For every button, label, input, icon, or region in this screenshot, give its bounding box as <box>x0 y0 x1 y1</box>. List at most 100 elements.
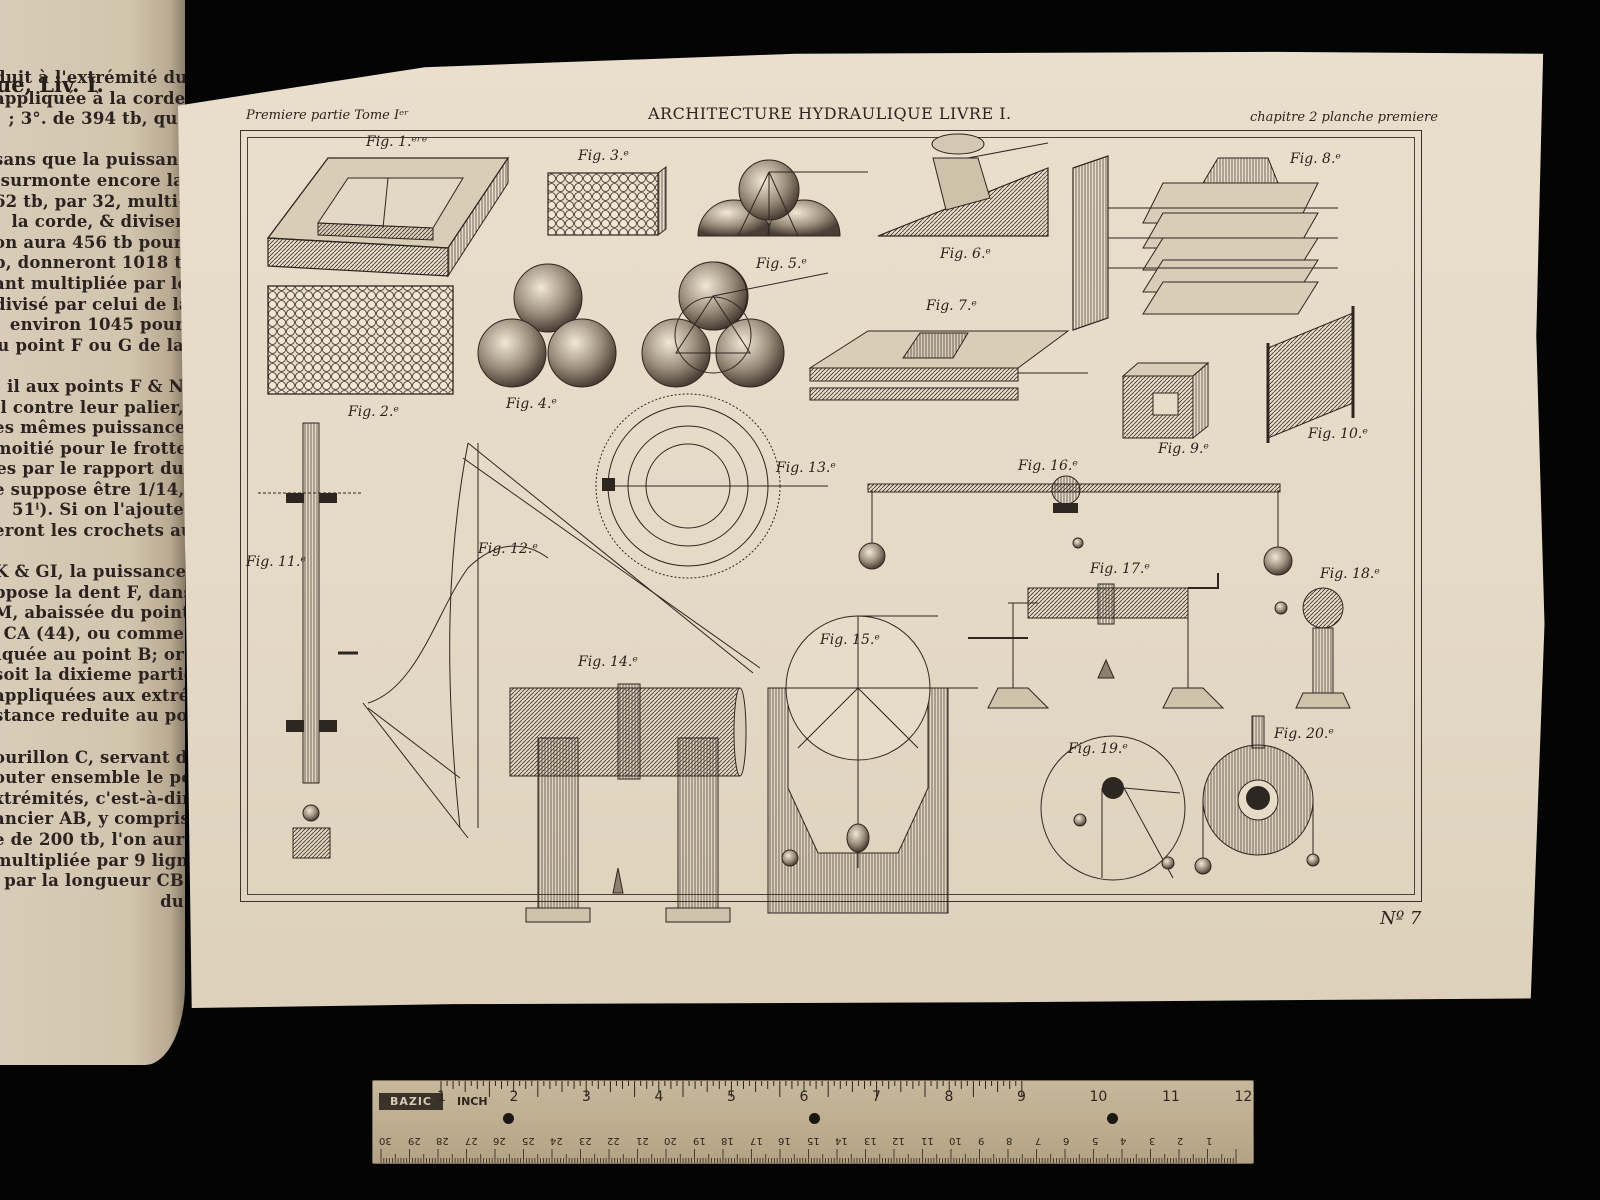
ruler-ticks <box>380 1081 1237 1163</box>
figure-18 <box>1274 587 1351 709</box>
left-page-line: 62 tb, par 32, multi- <box>0 191 185 211</box>
plate-number: Nº 7 <box>1380 908 1422 929</box>
ruler-cm-number: 7 <box>1034 1135 1041 1146</box>
ruler-cm-number: 20 <box>664 1135 677 1146</box>
left-page-line: u point F ou G de la <box>0 335 184 355</box>
left-page-line: il aux points F & N <box>7 376 184 396</box>
left-page-line: sans que la puissance <box>0 150 185 170</box>
ruler-cm-number: 21 <box>635 1135 649 1146</box>
left-page-line: K & GI, la puissance <box>0 562 185 582</box>
figure-label: Fig. 10.ᵉ <box>1307 426 1368 442</box>
left-page-line: iquée au point B; or <box>0 644 184 664</box>
ruler-cm-number: 27 <box>464 1135 478 1146</box>
engraved-plate: Premiere partie Tome Iᵉʳ ARCHITECTURE HY… <box>178 51 1545 1008</box>
figure-10 <box>1266 306 1355 443</box>
left-page-line: ; 3°. de 394 tb, qui <box>8 109 184 129</box>
ruler-cm-number: 24 <box>550 1135 563 1146</box>
figure-label: Fig. 16.ᵉ <box>1017 458 1078 474</box>
ruler-cm-number: 12 <box>892 1135 905 1146</box>
plate-title: ARCHITECTURE HYDRAULIQUE LIVRE I. <box>648 104 1012 123</box>
figure-label: Fig. 14.ᵉ <box>577 654 638 670</box>
left-page-line: xtrémités, c'est-à-dire, <box>0 788 185 808</box>
figure-1 <box>266 156 510 278</box>
figure-16 <box>858 475 1293 576</box>
ruler-cm-number: 6 <box>1063 1135 1070 1146</box>
left-page-line <box>0 727 184 748</box>
ruler-inch-number: 4 <box>654 1089 664 1105</box>
left-page-line: stance reduite au point <box>0 706 185 726</box>
figure-15 <box>767 615 978 914</box>
ruler-inch-number: 11 <box>1162 1089 1180 1105</box>
left-page-line: 51ⁱ). Si on l'ajoute <box>12 500 184 520</box>
ruler-cm-number: 23 <box>578 1135 592 1146</box>
ruler-cm-number: 19 <box>692 1135 706 1146</box>
plate-header-right: chapitre 2 planche premiere <box>1250 110 1438 125</box>
ruler-cm-number: 30 <box>379 1135 392 1146</box>
figure-label: Fig. 6.ᵉ <box>939 246 991 262</box>
left-page-line: e de 200 tb, l'on aura <box>0 829 185 849</box>
figure-label: Fig. 17.ᵉ <box>1089 561 1150 577</box>
ruler-inch-number: 10 <box>1089 1089 1108 1105</box>
ruler-cm-number: 17 <box>749 1135 763 1146</box>
ruler-cm-number: 13 <box>863 1135 877 1146</box>
left-page-line: multipliée par 9 lignes <box>0 850 185 870</box>
left-page-line: par la longueur CB <box>4 871 184 891</box>
figure-label: Fig. 4.ᵉ <box>505 396 557 412</box>
ruler-cm-number: 9 <box>977 1135 984 1146</box>
figure-label: Fig. 9.ᵉ <box>1157 441 1209 457</box>
ruler-cm-number: 14 <box>835 1135 848 1146</box>
left-page-line: du <box>160 891 184 911</box>
figure-5-balls <box>641 261 829 388</box>
ruler-cm-number: 16 <box>778 1135 791 1146</box>
figure-label: Fig. 13.ᵉ <box>775 460 836 476</box>
ruler-cm-number: 3 <box>1148 1135 1155 1146</box>
left-page-line: la corde, & diviser <box>11 212 184 232</box>
left-page-line: es par le rapport du <box>0 459 184 479</box>
running-head: ue, Liv. I. <box>0 72 104 97</box>
ruler-inch-number: 3 <box>582 1089 591 1105</box>
figure-20 <box>1194 715 1320 875</box>
left-page-line: b, donneront 1018 tb <box>0 253 185 273</box>
plate-header-left: Premiere partie Tome Iᵉʳ <box>246 108 409 123</box>
figure-19 <box>1040 735 1186 881</box>
ruler-hole <box>503 1113 514 1124</box>
figure-14 <box>509 683 747 923</box>
ruler-unit-label: INCH <box>457 1095 488 1108</box>
left-page-line: divisé par celui de la <box>0 294 185 314</box>
ruler-cm-number: 4 <box>1120 1135 1127 1146</box>
figure-8 <box>1072 155 1338 331</box>
figure-label: Fig. 7.ᵉ <box>925 298 977 314</box>
figure-label: Fig. 3.ᵉ <box>577 148 629 164</box>
ruler-inch-number: 7 <box>872 1089 881 1105</box>
ruler-cm-number: 25 <box>521 1135 535 1146</box>
ruler-cm-number: 1 <box>1205 1135 1212 1146</box>
left-page-line: moitié pour le frotte- <box>0 438 185 458</box>
ruler-cm-number: 28 <box>436 1135 449 1146</box>
left-page-line: appliquées aux extré- <box>0 685 185 705</box>
ruler-cm-number: 5 <box>1091 1135 1098 1146</box>
figure-2 <box>267 285 454 395</box>
figure-3 <box>547 166 667 236</box>
ruler-cm-number: 15 <box>806 1135 820 1146</box>
figure-label: Fig. 1.ᵉʳᵉ <box>365 134 427 150</box>
ruler-cm-number: 18 <box>721 1135 734 1146</box>
figure-17 <box>968 573 1225 709</box>
left-page-line: ant multipliée par le <box>0 273 185 293</box>
left-page-line: CA (44), ou comme <box>3 624 184 644</box>
ruler-cm-number: 29 <box>407 1135 421 1146</box>
ruler-inch-number: 5 <box>727 1089 736 1105</box>
ruler-inch-number: 1 <box>437 1089 446 1105</box>
left-page-line: e suppose être 1/14, il <box>0 479 185 499</box>
figure-label: Fig. 11.ᵉ <box>245 554 306 570</box>
figure-label: Fig. 19.ᵉ <box>1067 741 1128 757</box>
ruler-inch-number: 8 <box>944 1089 954 1105</box>
left-page-line <box>0 356 184 377</box>
left-page-line: appliquée à la corde <box>0 88 185 108</box>
figure-13 <box>595 393 828 579</box>
figure-label: Fig. 18.ᵉ <box>1319 566 1380 582</box>
